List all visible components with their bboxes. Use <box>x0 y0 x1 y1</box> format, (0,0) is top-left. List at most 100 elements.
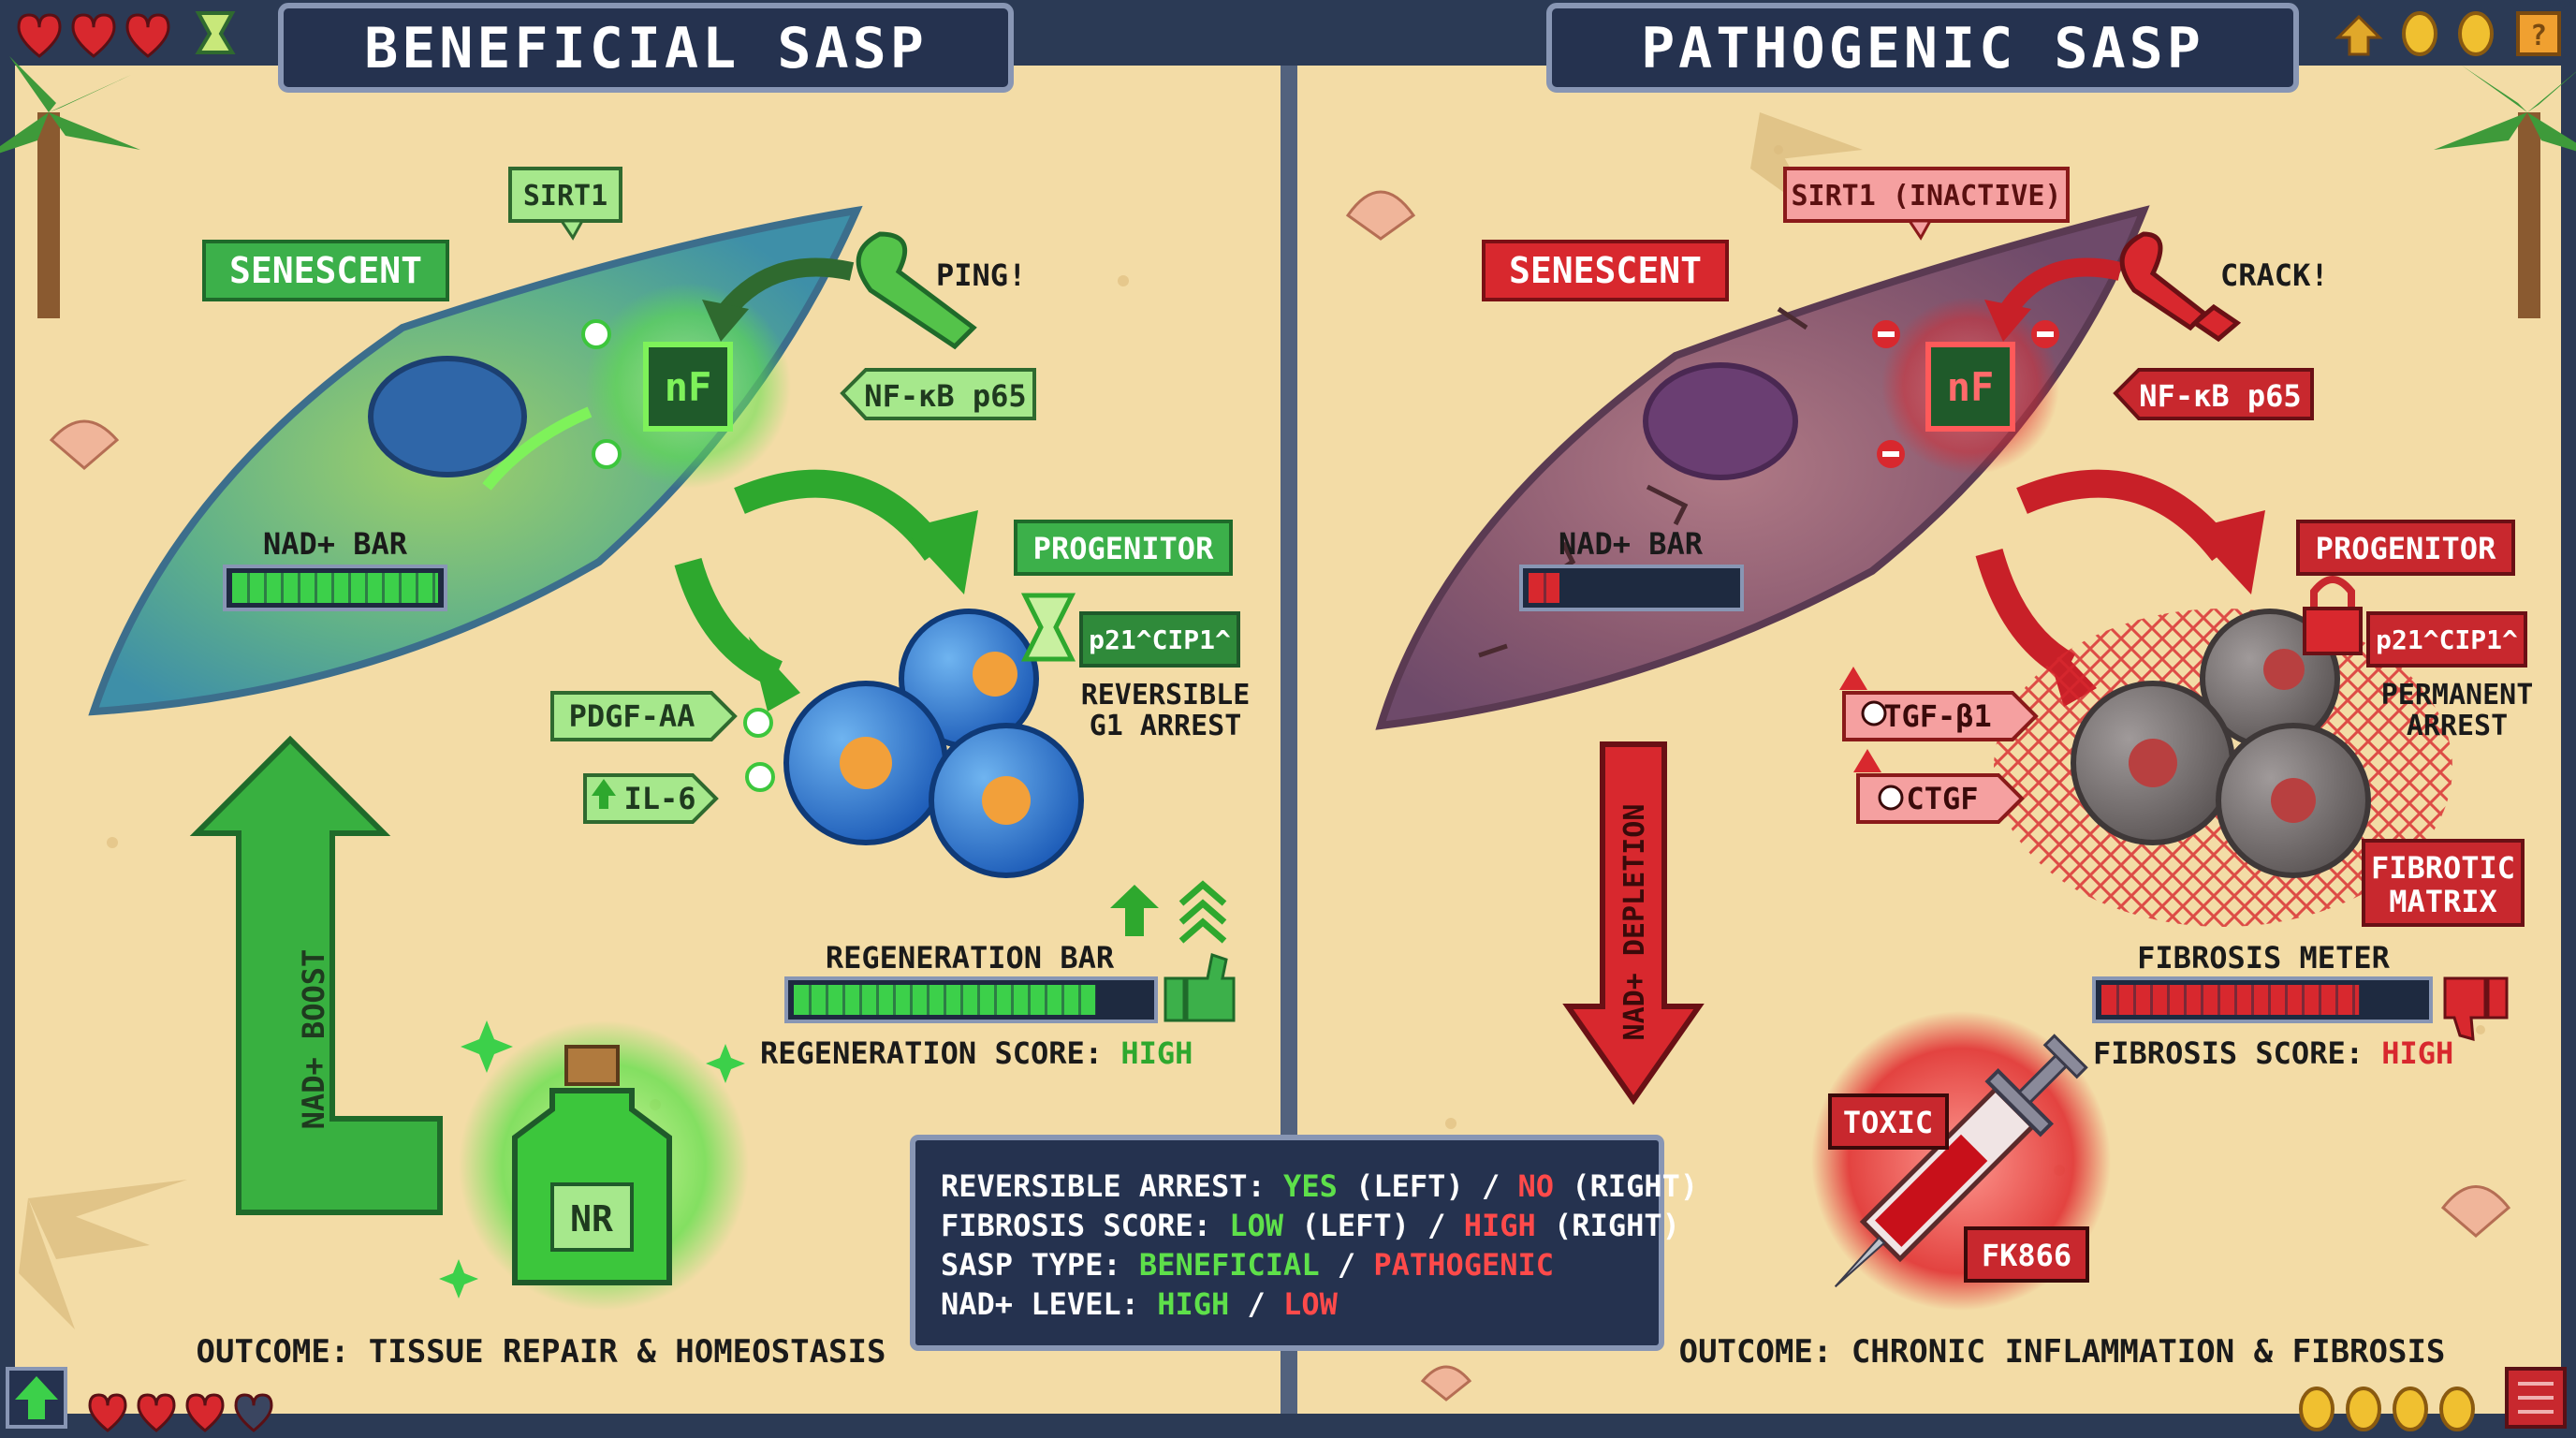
depletion-label: NAD+ DEPLETION <box>1618 804 1651 1041</box>
seashell-icon <box>49 419 120 470</box>
nr-potion-icon[interactable]: NR <box>459 1020 749 1311</box>
heart-icon <box>234 1393 273 1432</box>
hearts-top <box>17 13 170 58</box>
bar-segment-divider <box>315 573 317 603</box>
p21-label: p21^CIP1^ <box>2376 624 2518 655</box>
bar-segment-divider <box>1028 985 1031 1015</box>
bar-segment-divider <box>2302 985 2305 1015</box>
nfkb-label: NF-κB p65 <box>2139 378 2301 414</box>
summary-panel: REVERSIBLE ARREST: YES (LEFT) / NO (RIGH… <box>910 1135 1698 1351</box>
bar-segment-divider <box>348 573 351 603</box>
fibrosis-bar-label: FIBROSIS METER <box>2137 940 2390 976</box>
question-block-icon[interactable]: ? <box>2516 11 2561 56</box>
nfkb-tag: NF-κB p65 <box>2113 368 2314 420</box>
seashell-icon <box>1420 1365 1472 1401</box>
senescent-badge: SENESCENT <box>1482 240 1729 301</box>
bar-segment-divider <box>399 573 402 603</box>
heart-icon <box>88 1393 127 1432</box>
cell-nucleus <box>368 356 527 477</box>
summary-row-nad: NAD+ LEVEL: HIGH / LOW <box>941 1286 1339 1322</box>
bar-segment-divider <box>2285 985 2288 1015</box>
palm-shadow-icon <box>19 112 1863 1329</box>
hourglass-icon <box>1020 593 1076 662</box>
fibrosis-bar-fill <box>2101 985 2360 1015</box>
bar-segment-divider <box>2150 985 2153 1015</box>
curved-arrow-icon <box>702 257 855 342</box>
left-title: BENEFICIAL SASP <box>364 16 928 81</box>
bar-segment-divider <box>826 985 828 1015</box>
minus-icon <box>1872 320 2059 468</box>
thumbs-up-icon <box>1164 953 1236 1022</box>
progenitor-badge: PROGENITOR <box>2296 520 2515 576</box>
toxic-label: TOXIC <box>1843 1105 1933 1140</box>
bar-segment-divider <box>247 573 250 603</box>
bar-segment-divider <box>2184 985 2187 1015</box>
bar-segment-divider <box>2268 985 2271 1015</box>
progenitor-cells <box>783 609 1084 878</box>
nad-bar-label: NAD+ BAR <box>1559 526 1704 562</box>
heart-icon <box>71 13 116 58</box>
wrench-icon <box>856 231 977 350</box>
green-arrow-icon <box>674 469 978 712</box>
sirt1-label: SIRT1 <box>523 180 607 213</box>
bar-segment-divider <box>927 985 929 1015</box>
sfx-ping: PING! <box>936 257 1026 293</box>
palm-tree-icon <box>2434 66 2576 318</box>
matrix-badge: FIBROTIC MATRIX <box>2362 839 2525 927</box>
bar-segment-divider <box>2217 985 2220 1015</box>
nfkb-tag: NF-κB p65 <box>840 368 1036 420</box>
skull-icon <box>1861 700 1904 811</box>
arrest-line2: ARREST <box>2407 710 2508 742</box>
progenitor-label: PROGENITOR <box>1033 531 1214 566</box>
coin-icon <box>2393 1387 2428 1431</box>
nad-bar-fill <box>232 573 438 603</box>
coins-bottom <box>2299 1387 2475 1431</box>
cell-nucleus <box>1643 362 1798 480</box>
bar-segment-divider <box>994 985 997 1015</box>
curved-arrow-icon <box>1984 257 2123 342</box>
factor2-label: CTGF <box>1906 781 1978 816</box>
bar-segment-divider <box>944 985 946 1015</box>
heart-icon <box>137 1393 176 1432</box>
right-outcome: OUTCOME: CHRONIC INFLAMMATION & FIBROSIS <box>1679 1333 2446 1371</box>
bar-segment-divider <box>382 573 385 603</box>
lock-icon <box>2303 576 2363 655</box>
sirt1-label: SIRT1 (INACTIVE) <box>1792 180 2062 213</box>
coins-top <box>2402 11 2494 56</box>
bar-segment-divider <box>2167 985 2170 1015</box>
potion-label: NR <box>570 1198 613 1240</box>
summary-row-sasp: SASP TYPE: BENEFICIAL / PATHOGENIC <box>941 1247 1554 1283</box>
coin-icon <box>2458 11 2494 56</box>
bar-segment-divider <box>842 985 845 1015</box>
bar-segment-divider <box>2319 985 2321 1015</box>
factor1-label: TGF-β1 <box>1883 698 1992 734</box>
left-title-banner: BENEFICIAL SASP <box>278 3 1014 93</box>
seashell-icon <box>2440 1185 2511 1238</box>
p21-label: p21^CIP1^ <box>1089 624 1231 655</box>
senescent-label: SENESCENT <box>229 250 422 291</box>
upgrade-arrow-icon[interactable] <box>2334 14 2383 56</box>
bar-segment-divider <box>1078 985 1081 1015</box>
panel-divider <box>1281 66 1297 1414</box>
plus-icon <box>743 708 775 792</box>
bar-segment-divider <box>331 573 334 603</box>
hourglass-icon <box>195 11 236 54</box>
nad-bar-label: NAD+ BAR <box>263 526 408 562</box>
bar-segment-divider <box>1544 573 1546 603</box>
heart-icon <box>185 1393 225 1432</box>
chip-label: nF <box>1947 364 1995 410</box>
svg-text:?: ? <box>2530 20 2547 52</box>
regen-bar-label: REGENERATION BAR <box>826 940 1115 976</box>
map-icon[interactable] <box>2505 1367 2567 1429</box>
nad-depletion-arrow: NAD+ DEPLETION <box>1562 741 1705 1106</box>
bar-segment-divider <box>2335 985 2338 1015</box>
bar-segment-divider <box>2116 985 2119 1015</box>
bar-segment-divider <box>416 573 418 603</box>
bar-segment-divider <box>2133 985 2136 1015</box>
palm-tree-icon <box>0 56 140 318</box>
factor-tag-tgf: TGF-β1 <box>1839 667 2039 741</box>
arrest-line1: PERMANENT <box>2381 679 2534 712</box>
level-up-button[interactable] <box>6 1367 67 1429</box>
factor-tag-il6: IL-6 <box>583 773 719 824</box>
factor2-label: IL-6 <box>623 781 695 816</box>
